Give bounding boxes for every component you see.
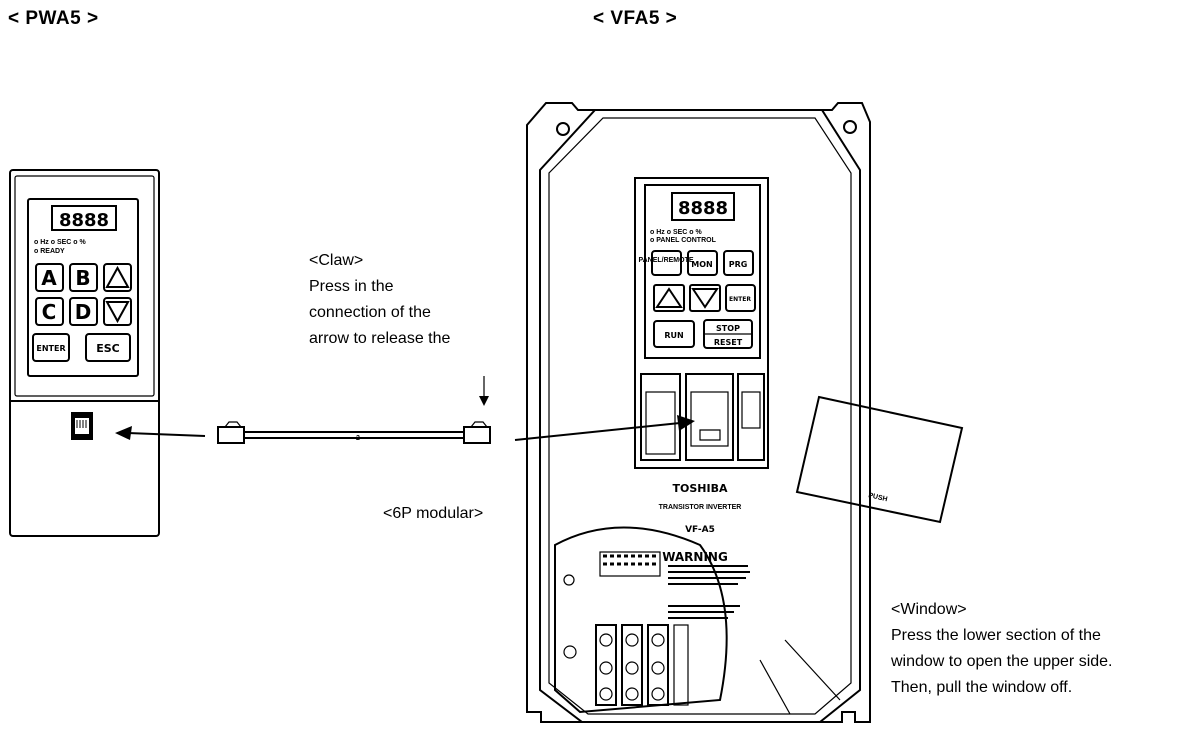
pwa5-key-c: C (42, 300, 57, 324)
pwa5-led-row2: o READY (34, 248, 65, 255)
vfa5-key-panel-remote: PANEL/REMOTE (638, 257, 693, 264)
vfa5-display-digits: 8888 (678, 198, 728, 219)
vfa5-key-enter: ENTER (729, 296, 751, 303)
pwa5-down-arrow-icon (107, 302, 128, 321)
claw-heading: <Claw> (309, 248, 450, 274)
right-connector (464, 427, 490, 443)
window-line-1: Press the lower section of the (891, 623, 1112, 649)
vfa5-control-terminals (600, 552, 660, 576)
vfa5-key-reset: RESET (714, 338, 743, 347)
vfa5-key-prg: PRG (729, 260, 748, 269)
mount-hole-tl (557, 123, 569, 135)
cable: 2 (115, 376, 695, 443)
window-cover-outline (797, 397, 962, 522)
window-line-2: window to open the upper side. (891, 649, 1112, 675)
pwa5-key-b: B (75, 266, 90, 290)
vfa5-brand: TOSHIBA (673, 482, 728, 495)
vfa5-modular-jack (700, 430, 720, 440)
screw-2 (564, 646, 576, 658)
vfa5-slot-modular (686, 374, 733, 460)
vfa5-subtitle: TRANSISTOR INVERTER (659, 504, 742, 511)
window-line-3: Then, pull the window off. (891, 675, 1112, 701)
vfa5-down-arrow-icon (693, 289, 717, 307)
vfa5-key-run: RUN (664, 331, 683, 340)
claw-line-1: Press in the (309, 274, 450, 300)
pwa5-display-digits: 8888 (59, 210, 109, 231)
claw-caption: <Claw> Press in the connection of the ar… (309, 248, 450, 352)
vfa5-flange (527, 103, 870, 722)
vfa5-led-row2: o PANEL CONTROL (650, 237, 717, 244)
vfa5-slot-left (641, 374, 680, 460)
pwa5-key-d: D (75, 300, 92, 324)
window-cover: PUSH (797, 397, 962, 522)
window-heading: <Window> (891, 597, 1112, 623)
vfa5-power-terminals (596, 625, 688, 705)
pwa5-unit: 8888 o Hz o SEC o % o READY A B C D ENTE… (10, 170, 159, 536)
modular-label: <6P modular> (383, 501, 483, 527)
pwa5-led-row1: o Hz o SEC o % (34, 239, 87, 246)
vfa5-key-stop: STOP (716, 324, 740, 333)
vfa5-model: VF-A5 (685, 525, 715, 535)
arrow-to-pwa5-shaft (128, 433, 205, 436)
mount-hole-tr (844, 121, 856, 133)
claw-line-3: arrow to release the (309, 326, 450, 352)
window-caption: <Window> Press the lower section of the … (891, 597, 1112, 701)
pwa5-up-arrow-icon (107, 268, 128, 287)
screw-1 (564, 575, 574, 585)
vfa5-up-arrow-icon (657, 289, 681, 307)
pwa5-key-esc: ESC (96, 342, 120, 355)
vfa5-unit: 8888 o Hz o SEC o % o PANEL CONTROL PANE… (527, 103, 870, 722)
vfa5-key-mon: MON (691, 260, 712, 269)
vfa5-warning: WARNING (662, 550, 728, 564)
arrow-to-pwa5-head (115, 426, 132, 440)
cable-mark: 2 (356, 435, 360, 442)
vfa5-led-row1: o Hz o SEC o % (650, 229, 703, 236)
pwa5-key-a: A (41, 266, 57, 290)
claw-pointer-head (479, 396, 489, 406)
claw-line-2: connection of the (309, 300, 450, 326)
left-connector (218, 427, 244, 443)
case-detail-1 (785, 640, 840, 700)
pwa5-key-enter: ENTER (36, 344, 65, 353)
